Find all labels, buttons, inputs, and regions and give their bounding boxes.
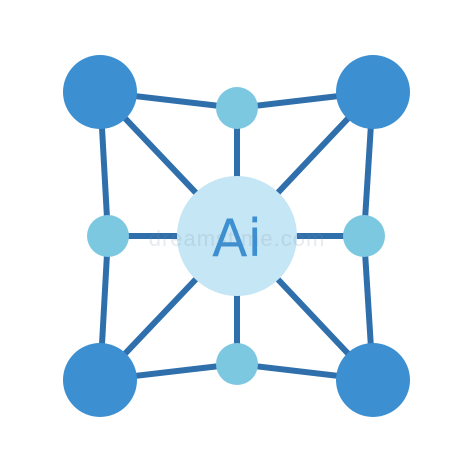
node-tl xyxy=(63,55,137,129)
node-tm xyxy=(216,87,258,129)
node-ml xyxy=(87,215,129,257)
ai-hub-label: Ai xyxy=(212,209,262,269)
node-tr xyxy=(336,55,410,129)
node-bm xyxy=(216,343,258,385)
network-nodes xyxy=(63,55,410,417)
node-br xyxy=(336,343,410,417)
hub-node xyxy=(177,176,297,296)
node-bl xyxy=(63,343,137,417)
node-mr xyxy=(343,215,385,257)
